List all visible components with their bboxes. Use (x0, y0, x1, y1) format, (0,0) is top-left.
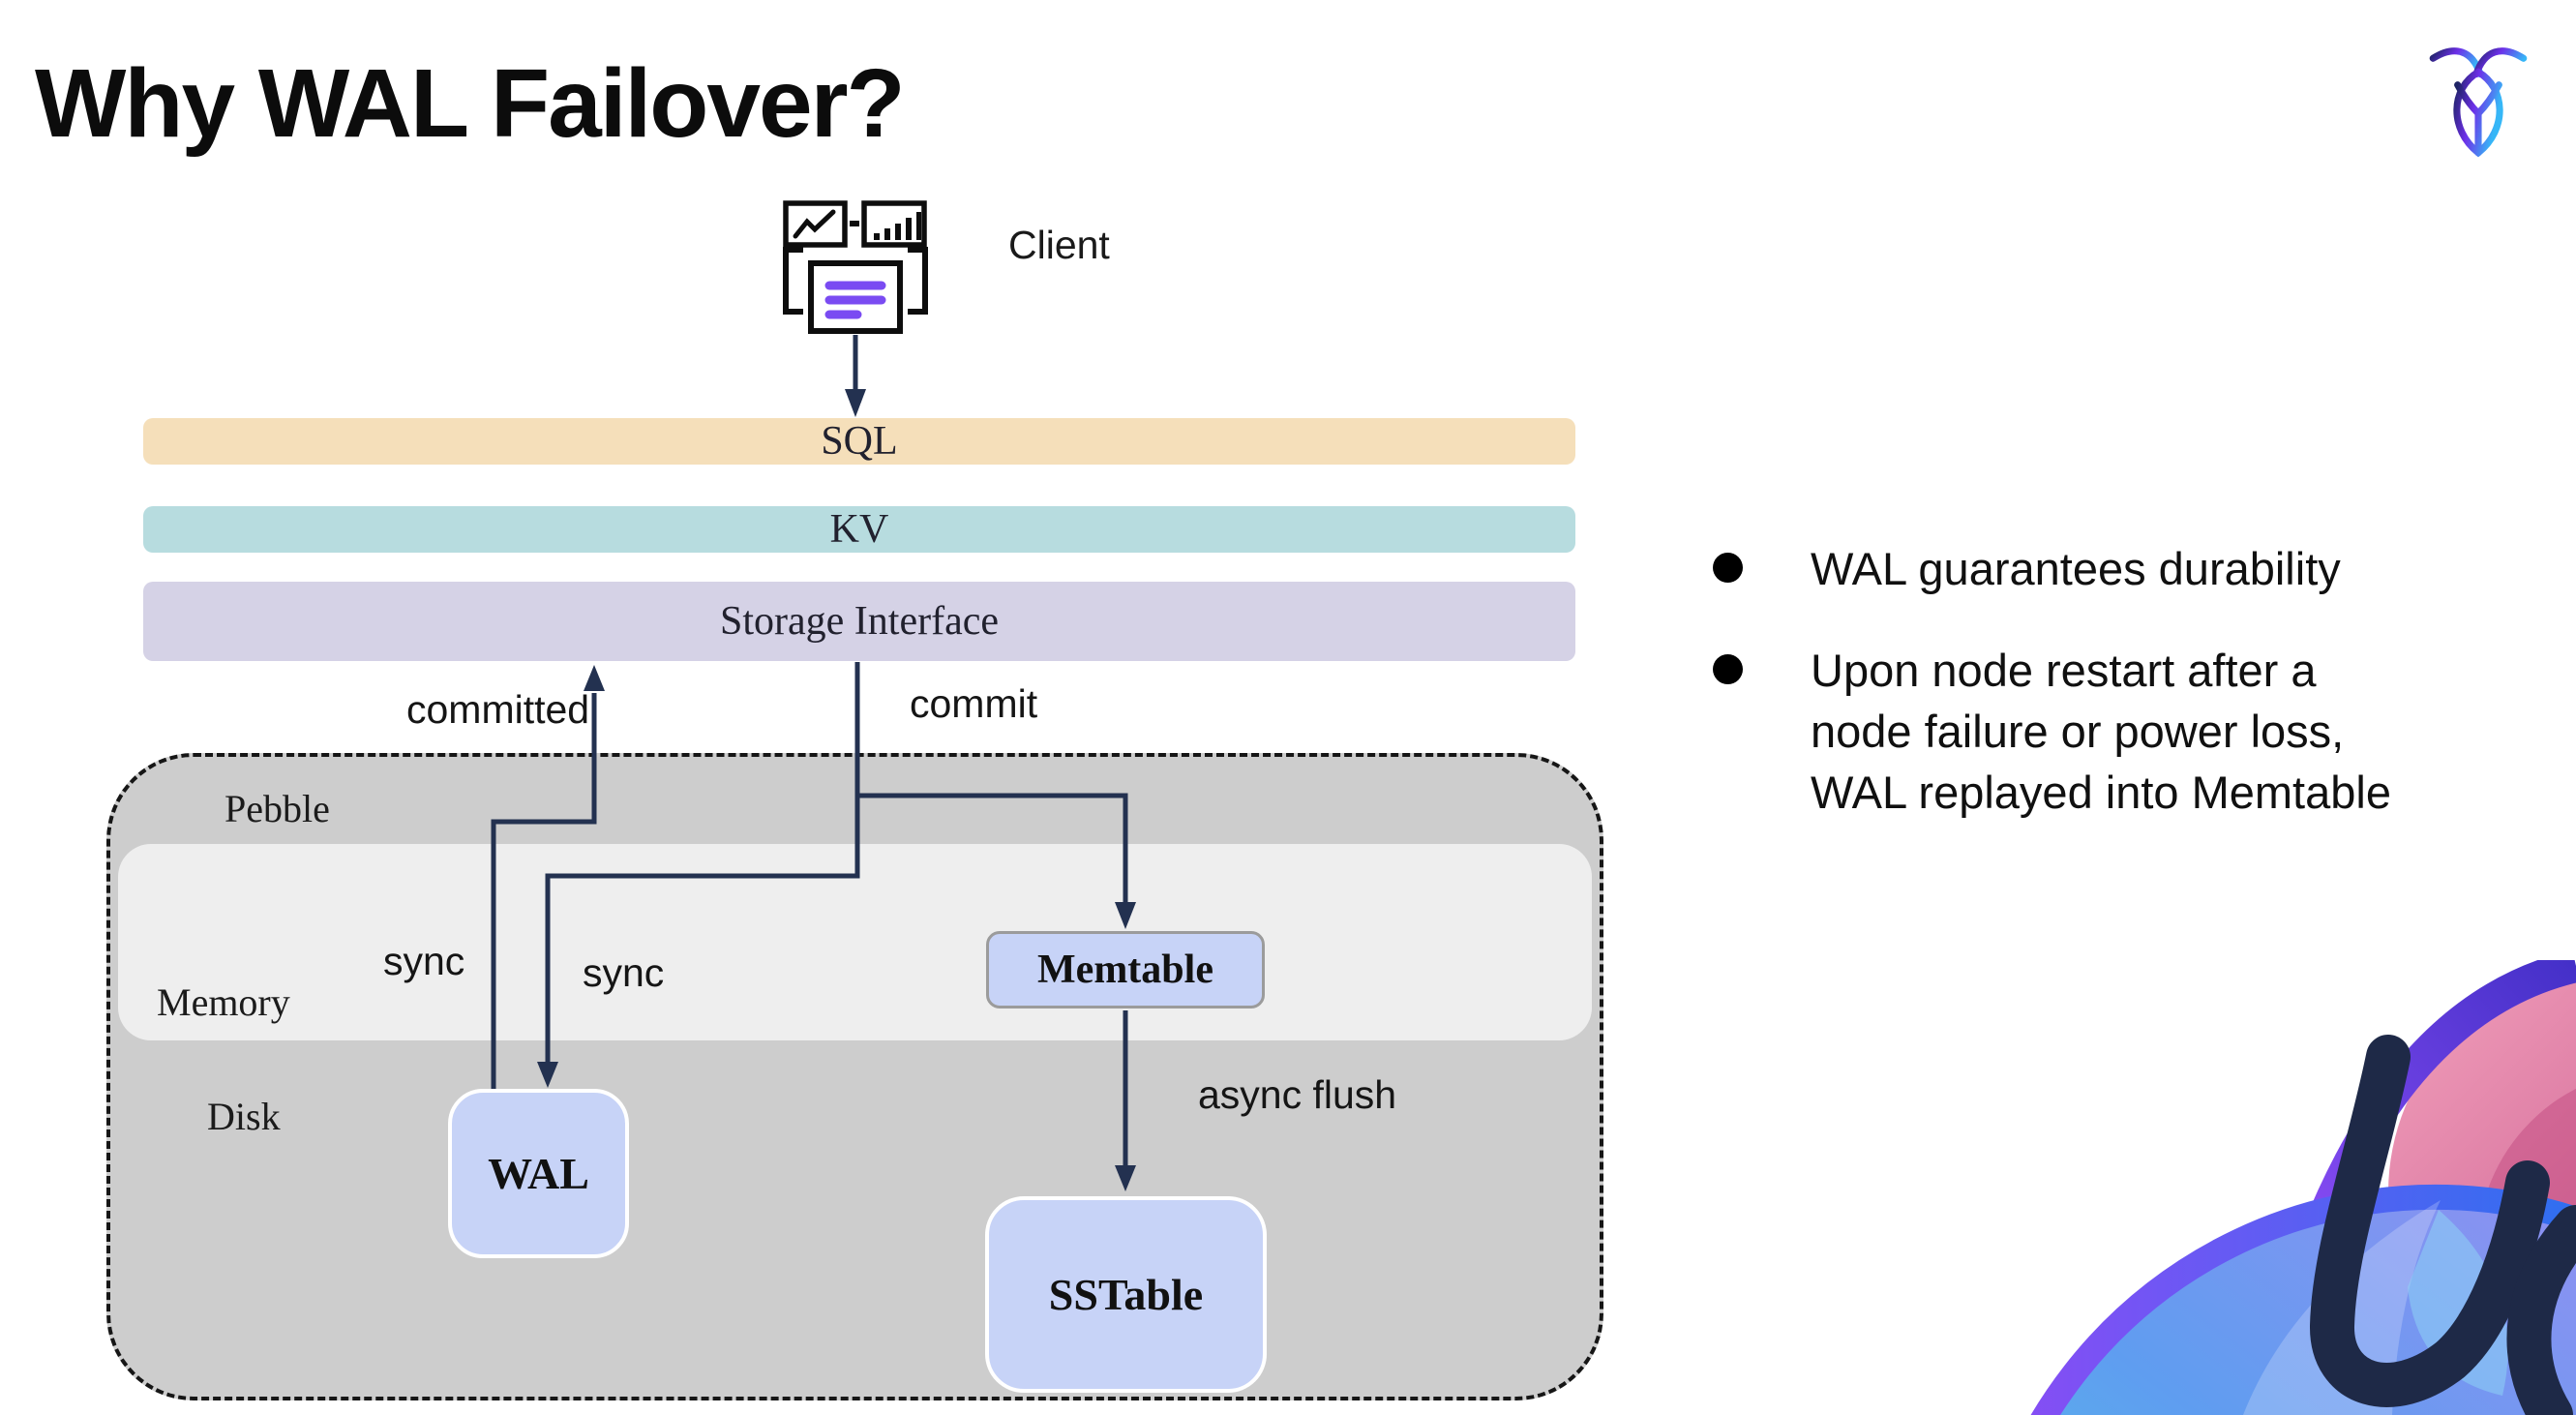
sstable-node-label: SSTable (1048, 1270, 1204, 1319)
wal-node-label: WAL (488, 1149, 589, 1198)
bullet-dot (1713, 553, 1743, 583)
arrowhead-client (845, 389, 866, 417)
cockroachdb-logo-icon (2429, 47, 2528, 158)
line-chart-glyph (793, 209, 836, 239)
async-flush-edge-label: async flush (1198, 1072, 1397, 1117)
sstable-node: SSTable (985, 1196, 1267, 1393)
page-title: Why WAL Failover? (35, 49, 906, 158)
layer-bar-sql: SQL (143, 418, 1575, 465)
document-icon (808, 260, 903, 334)
bullet-item: WAL guarantees durability (1713, 538, 2526, 599)
client-icon (783, 200, 928, 334)
memory-label: Memory (157, 980, 290, 1024)
memtable-node-label: Memtable (1037, 948, 1213, 992)
memory-band (118, 844, 1592, 1040)
wal-node: WAL (448, 1089, 629, 1258)
bar-chart-glyph (874, 212, 921, 240)
committed-edge-label: committed (406, 687, 590, 732)
layer-bar-sql-label: SQL (821, 419, 898, 464)
document-lines-glyph (824, 281, 886, 319)
bullet-item: Upon node restart after a node failure o… (1713, 640, 2526, 823)
bullet-text: Upon node restart after a node failure o… (1811, 645, 2391, 818)
chart-screen-icon (783, 200, 848, 248)
bullet-dot (1713, 654, 1743, 684)
commit-edge-label: commit (910, 681, 1038, 726)
right-bracket-glyph (908, 247, 928, 315)
pebble-label: Pebble (225, 787, 330, 830)
bullet-list: WAL guarantees durability Upon node rest… (1713, 538, 2526, 863)
disk-label: Disk (207, 1095, 281, 1138)
sync-right-edge-label: sync (583, 950, 665, 995)
brand-sphere-decoration-icon (2030, 960, 2576, 1415)
layer-bar-storage-interface: Storage Interface (143, 582, 1575, 661)
layer-bar-kv: KV (143, 506, 1575, 553)
sync-left-edge-label: sync (383, 939, 465, 983)
bullet-text: WAL guarantees durability (1811, 543, 2341, 594)
left-bracket-glyph (783, 247, 803, 315)
layer-bar-storage-label: Storage Interface (720, 599, 999, 644)
bar-screen-icon (861, 200, 927, 248)
client-label: Client (1008, 223, 1110, 267)
layer-bar-kv-label: KV (829, 507, 889, 552)
memtable-node: Memtable (986, 931, 1265, 1009)
